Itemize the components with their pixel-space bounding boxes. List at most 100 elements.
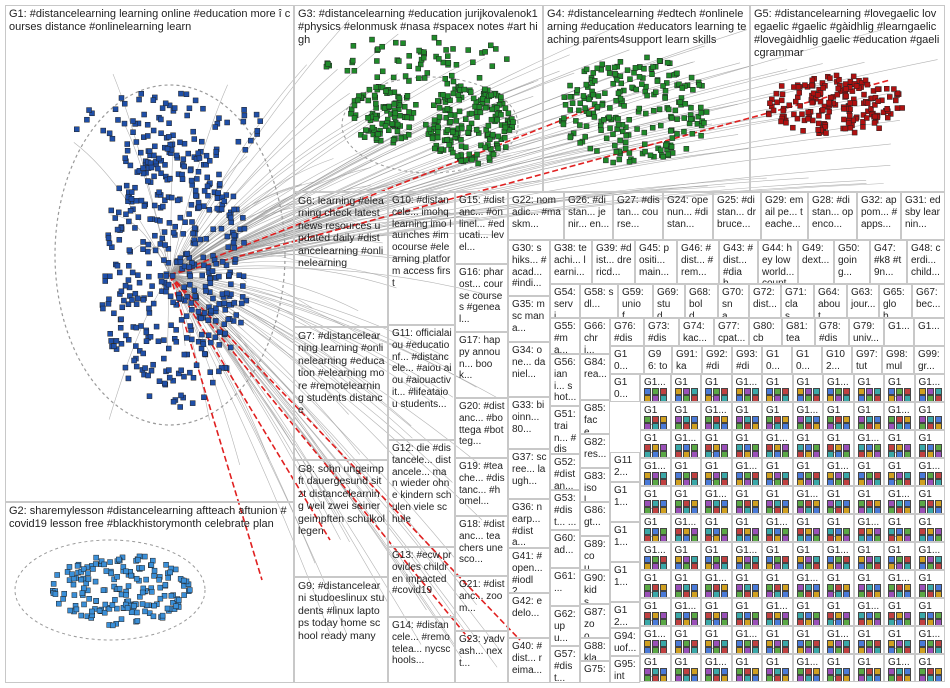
group-g112[interactable]: G112... <box>610 452 640 482</box>
tiny-group-cell[interactable]: G12... <box>823 598 854 626</box>
tiny-group-cell[interactable]: G12... <box>701 626 732 654</box>
group-g23[interactable]: G23: yadvash... next... <box>455 631 508 683</box>
group-g81[interactable]: G81: teac... <box>782 318 815 346</box>
tiny-group-cell[interactable]: G1... <box>701 486 732 514</box>
tiny-group-cell[interactable]: G11... <box>762 458 793 486</box>
group-g54[interactable]: G54: servi... <box>550 284 580 318</box>
group-g79[interactable]: G79: univ... <box>849 318 884 346</box>
tiny-group-cell[interactable]: G11... <box>854 626 885 654</box>
group-g8[interactable]: G8: sohn ungeimpft dauergesund sitzt dis… <box>294 460 388 577</box>
tiny-group-cell[interactable]: G1... <box>732 374 763 402</box>
tiny-group-cell[interactable]: G12... <box>732 514 763 542</box>
group-g11x[interactable]: G11... <box>610 482 640 522</box>
tiny-group-cell[interactable]: G11... <box>732 654 763 682</box>
tiny-group-cell[interactable]: G1... <box>823 626 854 654</box>
group-g89[interactable]: G89: cou... <box>580 536 610 570</box>
tiny-group-cell[interactable]: G12... <box>671 654 702 682</box>
tiny-group-cell[interactable]: G1... <box>915 374 946 402</box>
tiny-group-cell[interactable]: G1... <box>640 374 671 402</box>
tiny-group-cell[interactable]: G11... <box>793 514 824 542</box>
group-g34[interactable]: G34: one... daniel... <box>508 342 550 397</box>
group-g52[interactable]: G52: #distan... <box>550 454 580 490</box>
group-g37[interactable]: G37: scree... laugh... <box>508 449 550 499</box>
tiny-group-cell[interactable]: G11... <box>793 598 824 626</box>
group-g33[interactable]: G33: bioinn... 80... <box>508 397 550 449</box>
tiny-group-cell[interactable]: G11... <box>671 542 702 570</box>
tiny-group-cell[interactable]: G1... <box>884 402 915 430</box>
tiny-group-cell[interactable]: G12... <box>762 570 793 598</box>
group-g73[interactable]: G73: #dist... <box>644 318 679 346</box>
group-g48[interactable]: G48: cerdi... child... <box>907 240 945 284</box>
tiny-group-cell[interactable]: G1... <box>640 542 671 570</box>
tiny-group-cell[interactable]: G1... <box>701 570 732 598</box>
group-g11[interactable]: G11: officialaiou #educationf... #distan… <box>388 325 455 440</box>
tiny-group-cell[interactable]: G1... <box>793 486 824 514</box>
group-g12[interactable]: G12: die #distancele... distancele... ma… <box>388 440 455 547</box>
tiny-group-cell[interactable]: G1... <box>732 458 763 486</box>
tiny-group-cell[interactable]: G1... <box>701 402 732 430</box>
group-g70[interactable]: G70: sna... <box>718 284 749 318</box>
group-g60[interactable]: G60: ad... <box>550 530 580 568</box>
group-g95[interactable]: G95: inte... <box>610 656 640 683</box>
group-g1-small-2[interactable]: G1... <box>914 318 945 346</box>
group-g10x-3[interactable]: G10... <box>792 346 822 374</box>
group-g68[interactable]: G68: bold... <box>685 284 718 318</box>
tiny-group-cell[interactable]: G1... <box>915 626 946 654</box>
tiny-group-cell[interactable]: G1... <box>793 402 824 430</box>
tiny-group-cell[interactable]: G12... <box>762 654 793 682</box>
tiny-group-cell[interactable]: G1... <box>762 598 793 626</box>
group-g92[interactable]: G92: #dis... <box>702 346 732 374</box>
tiny-group-cell[interactable]: G12... <box>640 514 671 542</box>
group-g82[interactable]: G82: res... <box>580 434 610 468</box>
tiny-group-cell[interactable]: G11... <box>732 570 763 598</box>
tiny-group-cell[interactable]: G1... <box>884 654 915 682</box>
tiny-group-cell[interactable]: G11... <box>762 542 793 570</box>
tiny-group-cell[interactable]: G11... <box>640 654 671 682</box>
group-g78[interactable]: G78: #dist... <box>815 318 849 346</box>
group-g28[interactable]: G28: #distan... openco... <box>808 192 857 240</box>
tiny-group-cell[interactable]: G12... <box>701 542 732 570</box>
group-g24[interactable]: G24: openun... #distan... <box>663 192 713 240</box>
tiny-group-cell[interactable]: G12... <box>854 402 885 430</box>
group-g38[interactable]: G38: teachi... learni... <box>550 240 592 284</box>
tiny-group-cell[interactable]: G1... <box>671 598 702 626</box>
tiny-group-cell[interactable]: G11... <box>884 598 915 626</box>
tiny-group-cell[interactable]: G11... <box>671 458 702 486</box>
tiny-group-cell[interactable]: G12... <box>915 598 946 626</box>
group-g64[interactable]: G64: about... <box>814 284 847 318</box>
group-g94[interactable]: G94: uof... <box>610 628 640 656</box>
tiny-group-cell[interactable]: G12... <box>671 402 702 430</box>
tiny-group-cell[interactable]: G1... <box>823 374 854 402</box>
group-g97[interactable]: G97: tuto... <box>852 346 882 374</box>
group-g63[interactable]: G63: jour... <box>847 284 879 318</box>
tiny-group-cell[interactable]: G11... <box>915 570 946 598</box>
tiny-group-cell[interactable]: G11... <box>823 654 854 682</box>
tiny-group-cell[interactable]: G11... <box>732 402 763 430</box>
tiny-group-cell[interactable]: G1... <box>884 486 915 514</box>
group-g25[interactable]: G25: #distan... drbruce... <box>713 192 761 240</box>
group-g20[interactable]: G20: #distanc... #bottega #botteg... <box>455 398 508 458</box>
tiny-group-cell[interactable]: G1... <box>793 654 824 682</box>
tiny-group-cell[interactable]: G12... <box>884 458 915 486</box>
group-g16[interactable]: G16: pharost... course courses #geneal..… <box>455 264 508 332</box>
tiny-group-cell[interactable]: G12... <box>823 430 854 458</box>
tiny-group-cell[interactable]: G12... <box>793 458 824 486</box>
tiny-group-cell[interactable]: G11... <box>701 598 732 626</box>
tiny-group-cell[interactable]: G1... <box>732 626 763 654</box>
tiny-group-cell[interactable]: G12... <box>793 542 824 570</box>
tiny-group-cell[interactable]: G1... <box>640 458 671 486</box>
group-g7[interactable]: G7: #distancelearning learning #onlinele… <box>294 327 388 460</box>
group-g45[interactable]: G45: positi... main... <box>635 240 677 284</box>
tiny-group-cell[interactable]: G1... <box>884 570 915 598</box>
tiny-group-cell[interactable]: G11... <box>640 486 671 514</box>
tiny-group-cell[interactable]: G12... <box>884 542 915 570</box>
group-g98[interactable]: G98: mult... <box>882 346 914 374</box>
tiny-group-cell[interactable]: G12... <box>762 486 793 514</box>
group-g56[interactable]: G56: iani... shot... <box>550 354 580 406</box>
tiny-group-cell[interactable]: G12... <box>823 514 854 542</box>
tiny-group-cell[interactable]: G12... <box>640 430 671 458</box>
tiny-group-cell[interactable]: G11... <box>640 570 671 598</box>
group-g65[interactable]: G65: glob... <box>879 284 912 318</box>
tiny-group-cell[interactable]: G11... <box>915 486 946 514</box>
group-g75[interactable]: G75: ... <box>580 661 610 683</box>
